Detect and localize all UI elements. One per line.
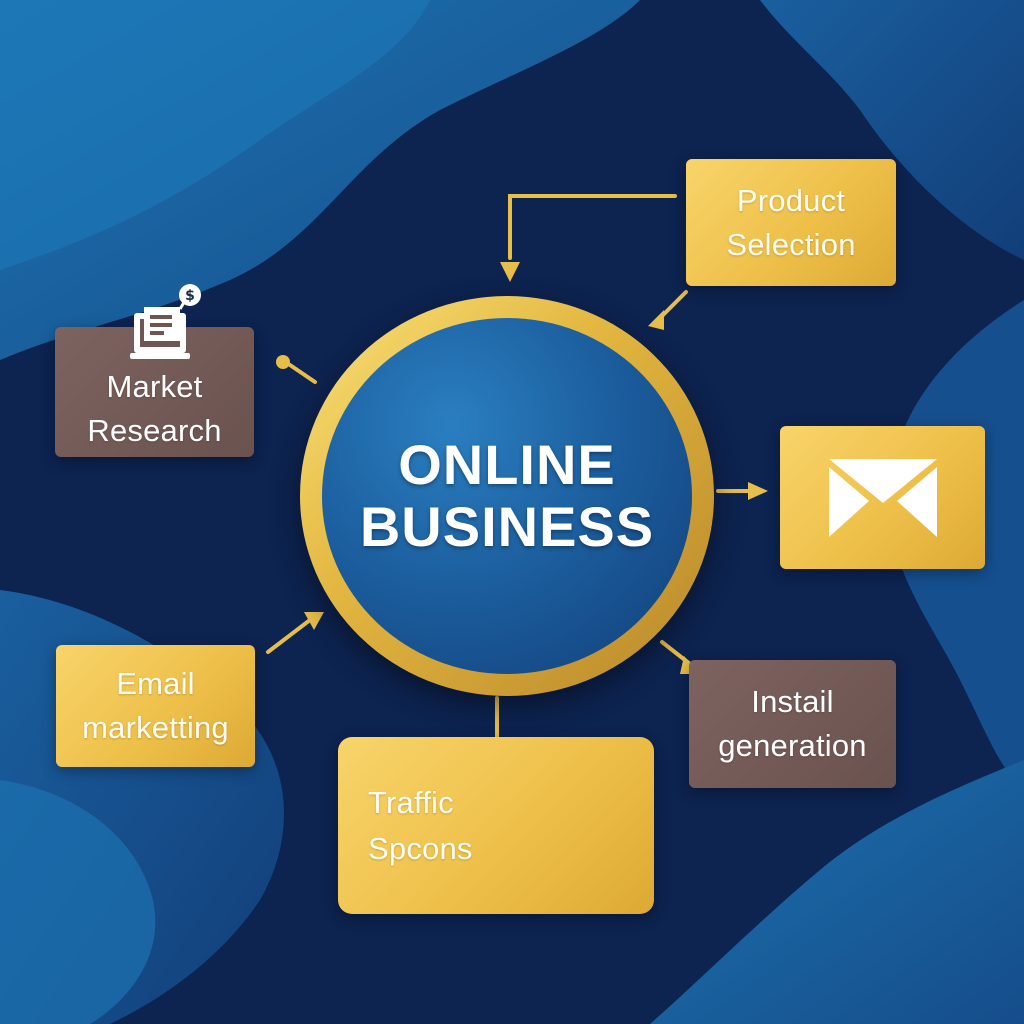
market-research-label-line1: Market bbox=[106, 369, 203, 404]
online-business-hub: ONLINE BUSINESS bbox=[322, 318, 692, 674]
install-generation-node: Instail generation bbox=[689, 660, 896, 788]
blob-bottom-right bbox=[650, 760, 1024, 1024]
hub-title-line1: ONLINE bbox=[398, 433, 616, 496]
product-selection-label-line1: Product bbox=[736, 182, 846, 218]
blob-bottom-left-2 bbox=[0, 780, 156, 1024]
market-research-node: Market Research bbox=[55, 327, 254, 457]
email-marketing-label-line2: marketting bbox=[82, 710, 229, 745]
hub-title-line2: BUSINESS bbox=[359, 495, 655, 558]
traffic-label-line1: Traffic bbox=[368, 784, 454, 820]
product-selection-node: Product Selection bbox=[686, 159, 896, 286]
envelope-icon bbox=[828, 458, 937, 537]
blob-top-right bbox=[760, 0, 1024, 260]
install-generation-label-line2: generation bbox=[718, 728, 867, 763]
install-generation-label-line1: Instail bbox=[751, 684, 834, 719]
svg-text:$: $ bbox=[185, 288, 195, 304]
document-dollar-icon: $ bbox=[130, 284, 201, 359]
email-marketing-label-line1: Email bbox=[116, 666, 195, 701]
email-marketing-node: Email marketting bbox=[56, 645, 255, 767]
market-research-label-line2: Research bbox=[87, 413, 222, 448]
product-selection-label-line2: Selection bbox=[726, 226, 856, 262]
blob-top-left-inner bbox=[0, 0, 430, 270]
traffic-node: Traffic Spcons bbox=[338, 737, 654, 914]
email-icon-node bbox=[780, 426, 985, 569]
traffic-label-line2: Spcons bbox=[368, 830, 473, 866]
